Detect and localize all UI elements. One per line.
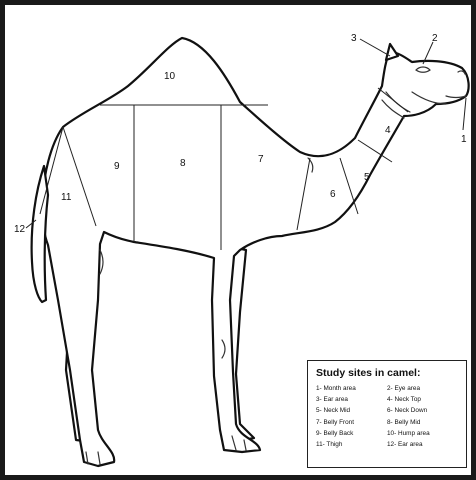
- legend-item: 9- Belly Back: [316, 429, 387, 439]
- legend-item: 11- Thigh: [316, 440, 387, 450]
- region-label-3: 3: [351, 33, 357, 44]
- region-label-12: 12: [14, 224, 26, 235]
- region-label-9: 9: [114, 161, 120, 172]
- legend-item: 3- Ear area: [316, 395, 387, 405]
- legend-item: 1- Month area: [316, 384, 387, 394]
- region-label-1: 1: [461, 134, 467, 145]
- leader-line-1: [463, 98, 466, 130]
- region-label-7: 7: [258, 154, 264, 165]
- legend-title: Study sites in camel:: [316, 367, 458, 379]
- region-label-10: 10: [164, 71, 176, 82]
- legend-item: 4- Neck Top: [387, 395, 457, 405]
- legend-item: 7- Belly Front: [316, 418, 387, 428]
- camel-tail: [32, 166, 48, 302]
- legend-item: 12- Ear area: [387, 440, 457, 450]
- legend-item: 8- Belly Mid: [387, 418, 457, 428]
- leader-line-3: [360, 39, 390, 56]
- region-label-4: 4: [385, 125, 391, 136]
- legend-item: 2- Eye area: [387, 384, 457, 394]
- legend-item: 6- Neck Down: [387, 406, 457, 416]
- region-label-11: 11: [61, 192, 72, 203]
- legend-item: 5- Neck Mid: [316, 406, 387, 416]
- legend-grid: 1- Month area 2- Eye area 3- Ear area 4-…: [316, 384, 458, 450]
- region-label-6: 6: [330, 189, 336, 200]
- region-label-8: 8: [180, 158, 186, 169]
- camel-ear: [386, 44, 398, 60]
- region-label-5: 5: [364, 172, 370, 183]
- legend-box: Study sites in camel: 1- Month area 2- E…: [307, 360, 467, 468]
- region-label-2: 2: [432, 33, 438, 44]
- legend-item: 10- Hump area: [387, 429, 457, 439]
